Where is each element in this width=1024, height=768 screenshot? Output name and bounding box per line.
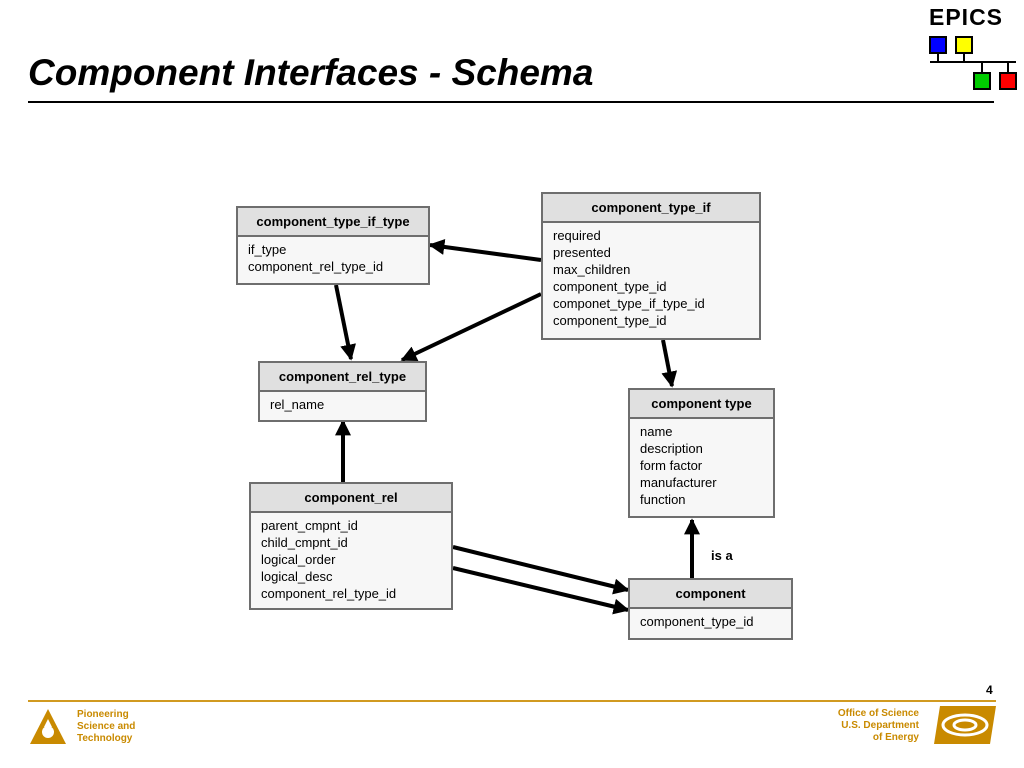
entity-field: child_cmpnt_id [261,535,348,550]
epics-logo-square-red [999,72,1017,90]
epics-logo-icon [929,36,1017,90]
entity-field: parent_cmpnt_id [261,518,358,533]
footer-agency-line: U.S. Department [841,720,919,731]
arrow-rel-child-to-component [452,566,630,615]
entity-title: component type [630,390,773,419]
entity-title: component_rel [251,484,451,513]
argonne-logo-icon [30,709,66,744]
is-a-label: is a [711,548,733,563]
footer-tagline: Pioneering Science and Technology [77,709,135,745]
footer-tagline-line: Science and [77,721,136,732]
arrow-type-if-type-to-rel-type [334,284,356,361]
epics-logo-text: EPICS [929,4,1004,30]
arrow-type-if-to-component-type [661,339,678,388]
page-number: 4 [986,683,993,697]
entity-field: component_type_id [553,313,667,328]
entity-field: component_rel_type_id [248,259,384,274]
arrow-type-if-to-rel-type [400,292,542,362]
footer-divider [28,700,996,702]
footer-tagline-line: Pioneering [77,709,129,720]
entity-field: logical_order [261,552,336,567]
entity-component-type-if-type: component_type_if_type if_type component… [236,206,430,285]
entity-title: component [630,580,791,609]
epics-logo-square-green [973,72,991,90]
arrow-type-if-to-type-if-type [428,239,542,262]
entity-field: logical_desc [261,569,333,584]
entity-field: function [640,492,686,507]
title-divider [28,101,994,103]
entity-field: componet_type_if_type_id [553,296,705,311]
arrow-rel-parent-to-component [452,545,630,595]
footer-agency: Office of Science U.S. Department of Ene… [838,708,919,744]
entity-component-rel: component_rel parent_cmpnt_id child_cmpn… [249,482,453,610]
footer-agency-line: Office of Science [837,708,919,719]
entity-field: rel_name [270,397,325,412]
footer-tagline-line: Technology [77,733,133,744]
entity-title: component_rel_type [260,363,425,392]
entity-field: name [640,424,673,439]
entity-field: manufacturer [640,475,717,490]
entity-field: if_type [248,242,287,257]
entity-component-type: component type name description form fac… [628,388,775,518]
entity-field: max_children [553,262,631,277]
entity-field: component_rel_type_id [261,586,397,601]
entity-component: component component_type_id [628,578,793,640]
entity-field: component_type_id [640,614,754,629]
entity-component-type-if: component_type_if required presented max… [541,192,761,340]
entity-field: required [553,228,601,243]
entity-title: component_type_if_type [238,208,428,237]
page-title: Component Interfaces - Schema [28,52,594,93]
entity-component-rel-type: component_rel_type rel_name [258,361,427,422]
entity-field: form factor [640,458,703,473]
entity-title: component_type_if [543,194,759,223]
entity-field: description [640,441,703,456]
doe-logo-icon [934,706,996,744]
footer-agency-line: of Energy [872,732,919,743]
entity-field: component_type_id [553,279,667,294]
entity-field: presented [553,245,611,260]
